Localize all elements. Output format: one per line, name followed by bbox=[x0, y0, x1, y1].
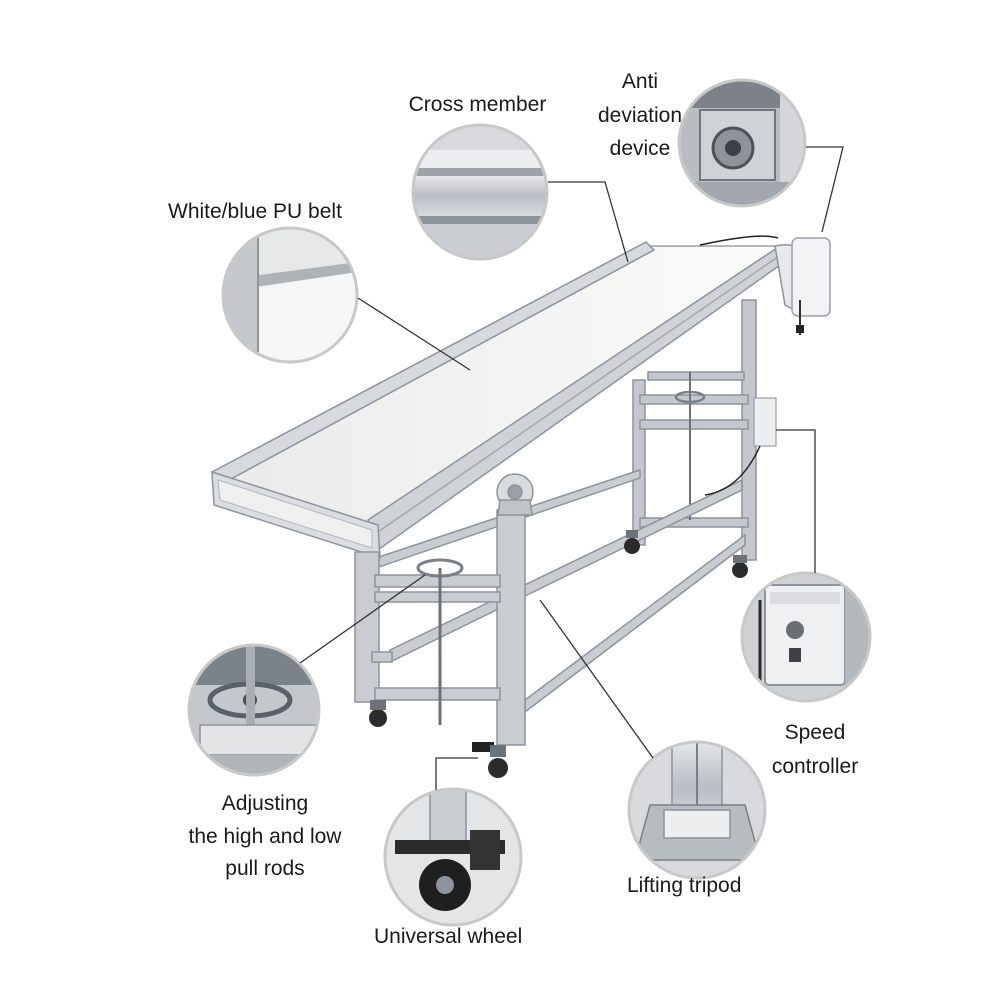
detail-pu-belt bbox=[221, 226, 359, 364]
leader-cross-member bbox=[548, 181, 629, 263]
conveyor-machine bbox=[211, 235, 831, 778]
detail-anti-deviation bbox=[677, 78, 807, 208]
leader-universal-wheel bbox=[435, 757, 478, 790]
leader-speed-controller bbox=[776, 429, 816, 573]
speed-controller-box bbox=[753, 397, 777, 447]
motor-housing bbox=[699, 235, 831, 335]
leader-lifting-tripod bbox=[539, 599, 654, 759]
adjusting-handwheel bbox=[416, 390, 706, 725]
detail-cross-member bbox=[411, 123, 549, 261]
front-leg-frame bbox=[354, 473, 534, 746]
detail-lifting-tripod bbox=[627, 740, 767, 880]
detail-universal-wheel bbox=[383, 787, 523, 927]
label-pu-belt: White/blue PU belt bbox=[168, 200, 342, 223]
label-adjusting-rods: Adjusting the high and low pull rods bbox=[188, 792, 342, 881]
label-universal-wheel: Universal wheel bbox=[374, 925, 523, 948]
label-speed-controller: Speed controller bbox=[771, 721, 859, 778]
detail-speed-controller bbox=[740, 571, 872, 703]
detail-adjusting-rods bbox=[187, 643, 321, 777]
label-cross-member: Cross member bbox=[408, 93, 547, 116]
leader-lines bbox=[299, 146, 844, 790]
label-lifting-tripod: Lifting tripod bbox=[627, 874, 742, 897]
leader-anti-deviation bbox=[806, 146, 844, 233]
label-anti-deviation: Anti deviation device bbox=[597, 70, 683, 161]
caster-wheels bbox=[369, 530, 748, 778]
leader-pu-belt bbox=[357, 297, 471, 371]
leader-adjusting-rods bbox=[299, 574, 426, 664]
